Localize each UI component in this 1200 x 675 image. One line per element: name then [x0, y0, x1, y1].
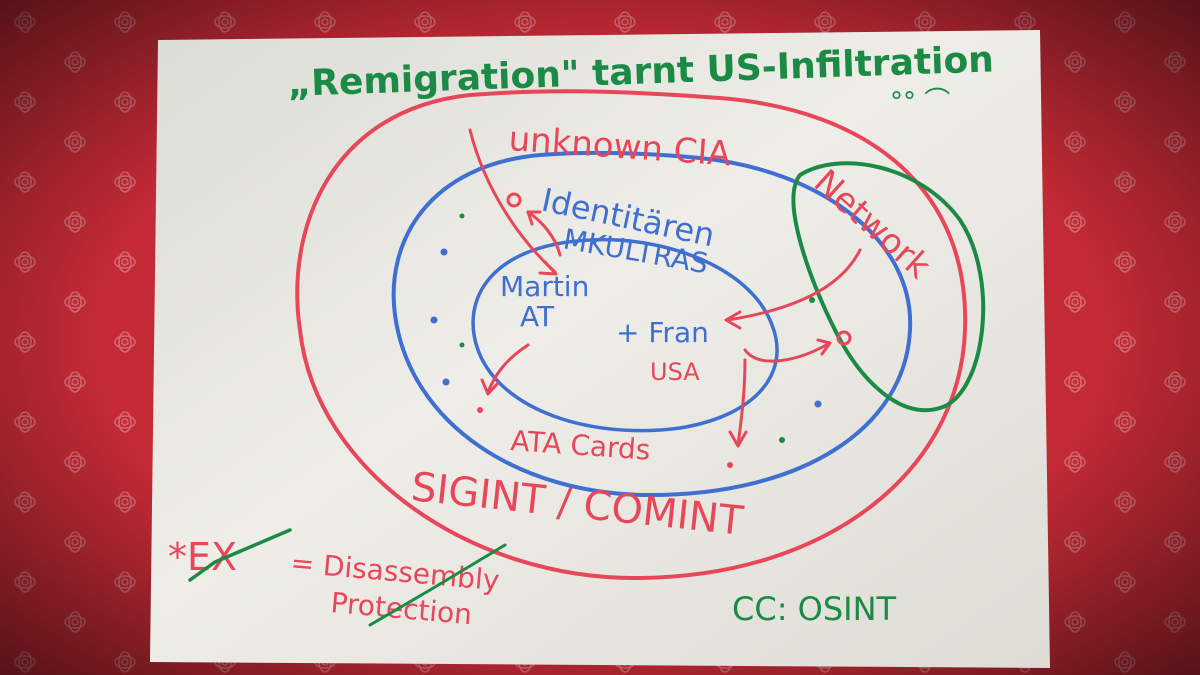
marker-dots [430, 192, 852, 468]
person-name-2: + Fran [616, 316, 709, 349]
outer-red-ellipse [295, 89, 968, 581]
paper-sheet [150, 30, 1050, 668]
frown-face: °° ⌒ [890, 87, 950, 117]
person-name-1: Martin [500, 270, 589, 303]
ex-strike-mark [188, 528, 292, 582]
cc-label: CC: OSINT [732, 590, 897, 628]
ex-note-strike-mark [368, 543, 507, 627]
green-network-ellipse [791, 161, 986, 412]
arrows [468, 128, 862, 448]
person-country-1: AT [520, 300, 555, 333]
blue-inner-ellipse [471, 237, 779, 433]
person-country-2: USA [650, 358, 700, 386]
blue-middle-ellipse [391, 150, 913, 498]
